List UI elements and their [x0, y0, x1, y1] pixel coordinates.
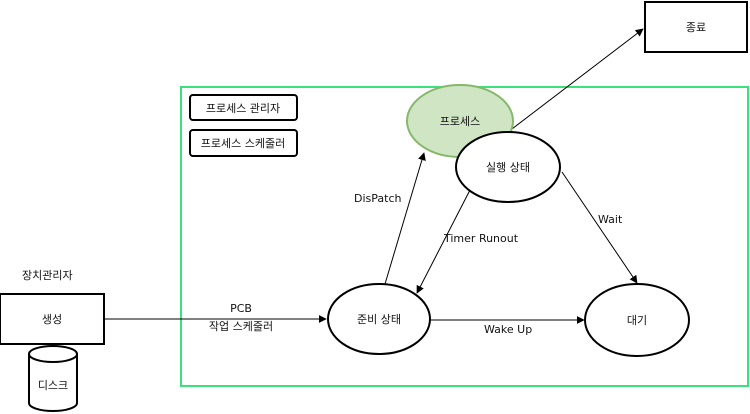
legend-process-scheduler: 프로세스 스케줄러: [189, 129, 298, 157]
disk-cylinder: 디스크: [28, 345, 78, 412]
legend-process-manager-label: 프로세스 관리자: [206, 102, 280, 115]
arrow-wait: [561, 171, 638, 284]
wake-up-label: Wake Up: [484, 323, 532, 336]
dispatch-label: DisPatch: [354, 192, 401, 205]
legend-process-scheduler-label: 프로세스 스케줄러: [201, 137, 285, 150]
end-label: 종료: [686, 21, 706, 34]
job-scheduler-label: 작업 스케줄러: [209, 320, 273, 333]
legend-process-manager: 프로세스 관리자: [189, 94, 298, 121]
process-label: 프로세스: [440, 115, 480, 128]
device-manager-label: 장치관리자: [22, 269, 73, 282]
ready-state-node: 준비 상태: [327, 283, 431, 355]
arrow-to-end: [507, 28, 644, 133]
running-state-label: 실행 상태: [486, 161, 530, 174]
disk-label: 디스크: [38, 379, 68, 392]
create-label: 생성: [42, 313, 62, 326]
waiting-state-label: 대기: [627, 314, 647, 327]
create-box: 생성: [0, 293, 105, 345]
timer-runout-label: Timer Runout: [443, 232, 519, 245]
running-state-node: 실행 상태: [455, 131, 561, 203]
end-box: 종료: [644, 1, 748, 53]
ready-state-label: 준비 상태: [357, 313, 401, 326]
arrow-dispatch: [384, 152, 426, 285]
wait-label: Wait: [598, 213, 623, 226]
pcb-label: PCB: [230, 302, 252, 315]
arrow-timer-runout: [416, 189, 471, 294]
waiting-state-node: 대기: [584, 283, 690, 357]
